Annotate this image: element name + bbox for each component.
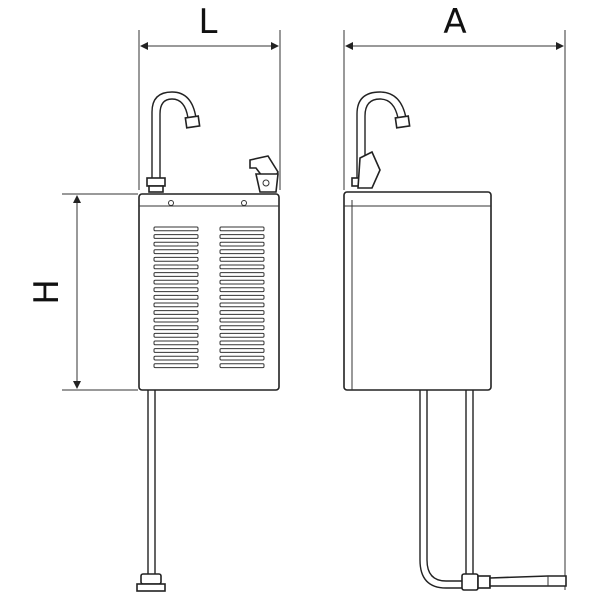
- front-view: L H: [27, 2, 281, 592]
- louvre-slot: [219, 264, 265, 270]
- louvre-slot: [219, 332, 265, 338]
- dimension-h: H: [27, 193, 138, 391]
- dimension-a-label: A: [443, 2, 466, 42]
- dimension-l-label: L: [199, 2, 218, 42]
- louvre-slot: [219, 279, 265, 285]
- louvre-slot: [153, 272, 199, 277]
- louvre-slot: [153, 256, 199, 262]
- front-cabinet: [138, 193, 280, 391]
- louvre-slot: [153, 310, 199, 315]
- louvre-slot: [219, 226, 265, 232]
- dimension-h-label: H: [27, 279, 67, 305]
- louvre-slot: [153, 264, 199, 270]
- side-cabinet: [343, 191, 492, 391]
- louvre-slot: [153, 332, 199, 338]
- front-supply-pipe: [136, 390, 166, 592]
- louvre-slot: [219, 241, 265, 247]
- louvre-slot: [153, 241, 199, 247]
- louvre-slot: [153, 279, 199, 285]
- louvre-slot: [219, 317, 265, 323]
- louvre-slot: [153, 234, 199, 239]
- louvre-slot: [219, 348, 265, 353]
- louvre-slot: [153, 287, 199, 293]
- front-louvres-left: [153, 226, 199, 369]
- louvre-slot: [219, 272, 265, 277]
- louvre-slot: [153, 317, 199, 323]
- dimension-l: L: [138, 2, 281, 190]
- louvre-slot: [153, 340, 199, 346]
- louvre-slot: [219, 294, 265, 300]
- louvre-slot: [153, 348, 199, 353]
- side-view: A: [343, 2, 567, 591]
- louvre-slot: [153, 226, 199, 232]
- louvre-slot: [153, 363, 199, 369]
- louvre-slot: [153, 249, 199, 255]
- front-spout: [146, 91, 201, 193]
- louvre-slot: [153, 294, 199, 300]
- louvre-slot: [153, 302, 199, 308]
- louvre-slot: [153, 325, 199, 331]
- louvre-slot: [219, 287, 265, 293]
- louvre-slot: [219, 249, 265, 255]
- front-bubbler: [249, 155, 279, 193]
- side-spout: [351, 91, 411, 189]
- louvre-slot: [219, 363, 265, 369]
- side-drain-pipes: [419, 390, 567, 591]
- louvre-slot: [219, 355, 265, 361]
- louvre-slot: [219, 302, 265, 308]
- louvre-slot: [219, 234, 265, 239]
- louvre-slot: [219, 325, 265, 331]
- front-louvres-right: [219, 226, 265, 369]
- louvre-slot: [219, 340, 265, 346]
- louvre-slot: [153, 355, 199, 361]
- louvre-slot: [219, 256, 265, 262]
- dimension-a: A: [343, 2, 566, 590]
- louvre-slot: [219, 310, 265, 315]
